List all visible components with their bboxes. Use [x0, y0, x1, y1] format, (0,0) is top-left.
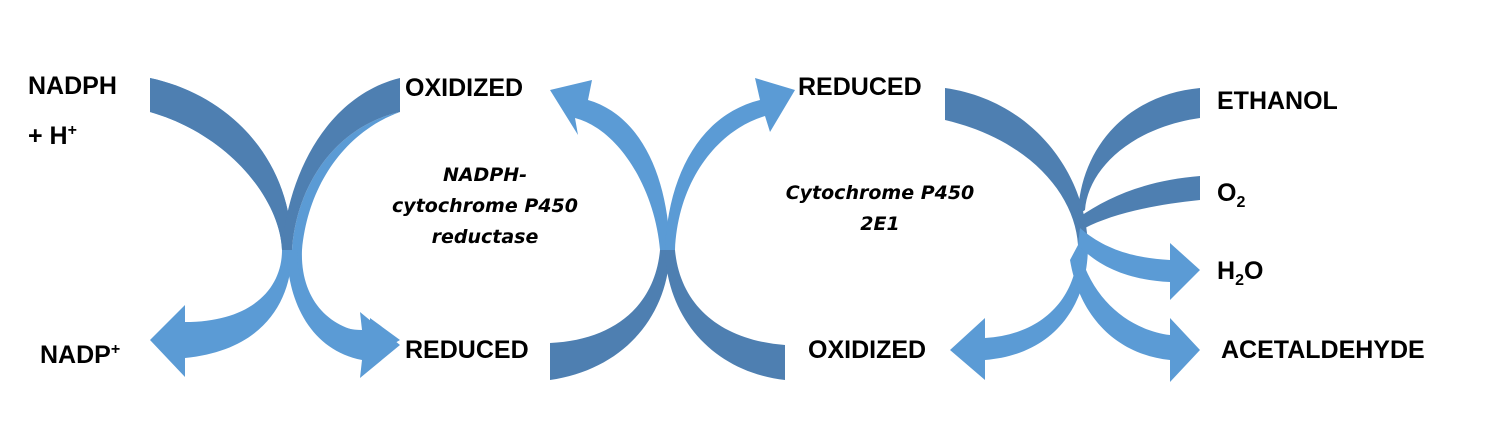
- reductase-reduced-to-oxidized-arrow-top: [550, 80, 670, 250]
- reductase-oxidized-label: OXIDIZED: [405, 74, 524, 102]
- cyp-enzyme-line1: Cytochrome P450: [785, 182, 975, 204]
- h2o-subscript: 2: [1235, 272, 1244, 289]
- cyp-reduced-to-oxidized-arrow-bottom: [950, 245, 1088, 380]
- h-plus-text: + H: [28, 122, 68, 150]
- h-plus-superscript: +: [67, 122, 77, 139]
- reductase-enzyme-line3: reductase: [431, 226, 539, 248]
- nadp-superscript: +: [110, 341, 121, 358]
- cyp-oxidized-to-reduced-arrow-top: [665, 78, 795, 250]
- h-plus-label: + H+: [28, 116, 77, 151]
- acetaldehyde-label: ACETALDEHYDE: [1221, 336, 1425, 364]
- reductase-reduced-to-oxidized-arrow: [550, 250, 670, 380]
- o2-in-arrow: [1078, 176, 1200, 228]
- o2-label: O2: [1217, 178, 1245, 218]
- reductase-reduced-label: REDUCED: [405, 336, 529, 364]
- reductase-reduced-arrowhead: [287, 250, 400, 378]
- h2o-o-text: O: [1243, 257, 1264, 285]
- cyp-reduced-label: REDUCED: [798, 73, 922, 101]
- o2-text: O: [1217, 179, 1237, 207]
- h2o-out-arrow: [1078, 228, 1200, 300]
- nadp-text: NADP: [40, 341, 111, 369]
- acetaldehyde-out-arrow: [1070, 245, 1200, 382]
- ethanol-in-arrow: [1078, 88, 1200, 215]
- cyp-oxidized-to-reduced-arrow: [665, 250, 785, 380]
- nadph-to-nadp-arrow-top: [150, 78, 292, 250]
- cyp-oxidized-label: OXIDIZED: [808, 336, 927, 364]
- ethanol-label: ETHANOL: [1217, 87, 1338, 115]
- reductase-enzyme-line1: NADPH-: [442, 164, 528, 186]
- o2-subscript: 2: [1236, 194, 1246, 211]
- cyp-enzyme-line2: 2E1: [860, 213, 900, 235]
- reductase-oxidized-to-reduced-arrow-top: [282, 78, 400, 250]
- nadp-label: NADP+: [40, 335, 120, 370]
- reductase-enzyme-label: NADPH- cytochrome P450 reductase: [355, 160, 615, 253]
- nadph-label: NADPH: [28, 72, 117, 100]
- h2o-h-text: H: [1217, 257, 1236, 285]
- reductase-enzyme-line2: cytochrome P450: [392, 195, 578, 217]
- h2o-label: H2O: [1217, 256, 1263, 296]
- cyp-enzyme-label: Cytochrome P450 2E1: [750, 178, 1010, 240]
- cyp-reduced-to-oxidized-arrow: [945, 88, 1088, 245]
